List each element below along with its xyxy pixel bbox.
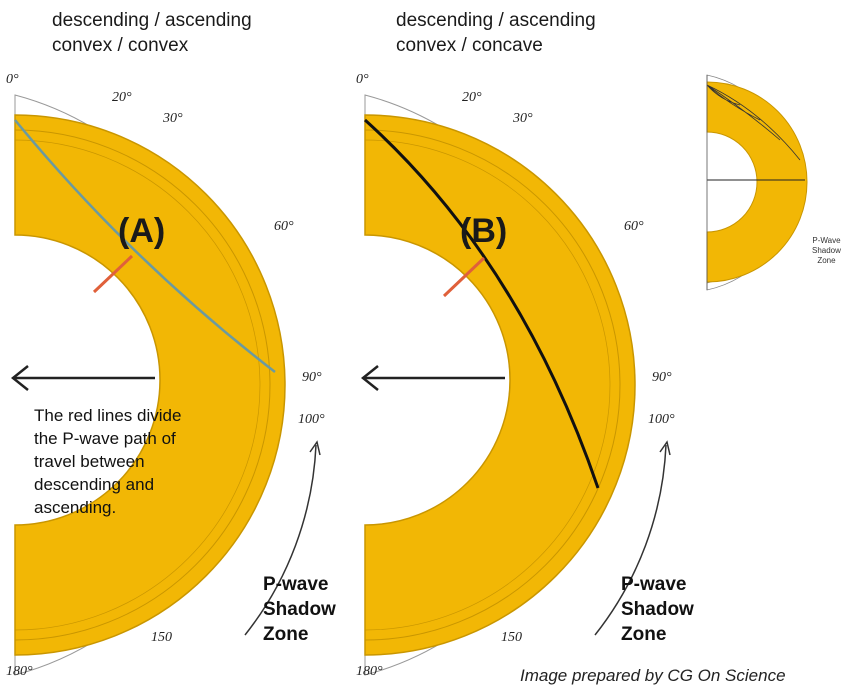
panel-a-deg-100: 100° [298,412,325,427]
panel-b-p-wave-ray [363,118,600,489]
inset-shadow-line: Zone [817,256,836,265]
panel-a-note-line: The red lines divide [34,406,182,425]
panel-b-mantle [364,114,636,656]
image-credit: Image prepared by CG On Science [520,666,786,685]
panel-b-deg-100: 100° [648,412,675,427]
panel-a-note-line: travel between [34,452,145,471]
panel-a-arrowhead [10,365,29,391]
panel-a-deg-90: 90° [302,370,322,385]
panel-a-deg-20: 20° [112,90,132,105]
panel-a-mantle [14,114,286,656]
panel-a-deg-150: 150 [151,630,172,645]
panel-b-deg-150: 150 [501,630,522,645]
panel-a-shadow-line: Zone [263,624,309,645]
panel-b-deg-20: 20° [462,90,482,105]
panel-b-shadow-line: P-wave [621,574,687,595]
panel-b-deg-0: 0° [356,72,369,87]
panel-a-note-line: descending and [34,475,155,494]
panel-b-deg-60: 60° [624,219,644,234]
panel-a-deg-30: 30° [163,111,183,126]
panel-a-note-line: ascending. [34,498,117,517]
panel-b-caption-line1: descending / ascending [396,10,596,31]
panel-a-shadow-line: Shadow [263,599,336,620]
panel-b-arrowhead [360,365,379,391]
panel-b-shadow-arrow [594,444,667,636]
panel-b-shadow-arrowhead [659,440,671,456]
panel-a-deg-180: 180° [6,664,33,679]
panel-b-inner-ring [364,129,621,641]
panel-a-inner-ring-2 [14,139,261,631]
inset-ray-fan [706,84,801,161]
panel-a-inner-ring [14,129,271,641]
panel-b-shadow-line: Shadow [621,599,694,620]
panel-a-label: (A) [118,212,166,250]
panel-b-label: (B) [460,212,508,250]
panel-b-deg-30: 30° [513,111,533,126]
panel-a-p-wave-ray [14,119,276,373]
panel-b-caption-line2: convex / concave [396,35,543,56]
panel-a-caption-line2: convex / convex [52,35,189,56]
panel-a-shadow-line: P-wave [263,574,329,595]
panel-b-deg-180: 180° [356,664,383,679]
panel-b-shadow-zone-label: P-wave Shadow Zone [621,572,694,647]
panel-a-shadow-arrowhead [309,440,321,456]
inset-mantle [706,81,808,283]
panel-b-divider-line [442,256,486,298]
inset-shadow-line: Shadow [812,246,841,255]
panel-b-inner-ring-2 [364,139,611,631]
panel-a-divider-line [92,254,134,294]
panel-a-deg-60: 60° [274,219,294,234]
panel-b-earth [360,94,671,676]
panel-a-earth [10,94,321,676]
panel-a-shadow-zone-label: P-wave Shadow Zone [263,572,336,647]
inset-diagram [706,74,808,291]
panel-a-deg-0: 0° [6,72,19,87]
panel-a-shadow-arrow [244,444,317,636]
panel-b-deg-90: 90° [652,370,672,385]
inset-shadow-line: P-Wave [812,236,841,245]
inset-shadow-zone-label: P-Wave Shadow Zone [812,236,841,266]
panel-a-note-line: the P-wave path of [34,429,176,448]
panel-a-note: The red lines divide the P-wave path of … [34,404,181,519]
panel-a-caption-line1: descending / ascending [52,10,252,31]
panel-b-shadow-line: Zone [621,624,667,645]
